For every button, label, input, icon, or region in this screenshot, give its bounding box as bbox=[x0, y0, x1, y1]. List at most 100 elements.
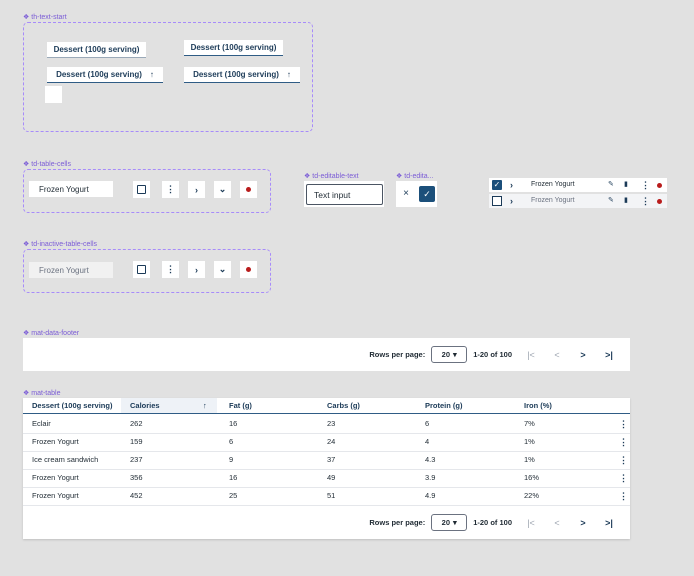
table-cell-text-value: Frozen Yogurt bbox=[39, 184, 89, 194]
kebab-menu-cell[interactable]: ⋮ bbox=[162, 261, 179, 278]
kebab-menu-cell[interactable]: ⋮ bbox=[162, 181, 179, 198]
cancel-button[interactable]: × bbox=[399, 187, 413, 201]
column-header-calories[interactable]: Calories ↑ bbox=[121, 398, 217, 413]
confirm-button[interactable]: ✓ bbox=[419, 186, 435, 202]
cell-protein: 4 bbox=[425, 437, 430, 446]
more-vertical-icon[interactable]: ⋮ bbox=[619, 437, 628, 447]
cell-iron: 7% bbox=[524, 419, 535, 428]
rows-per-page-value: 20 bbox=[441, 518, 450, 527]
more-vertical-icon[interactable]: ⋮ bbox=[166, 184, 175, 194]
header-cell-active[interactable]: Dessert (100g serving) bbox=[184, 40, 283, 56]
chevron-down-icon[interactable]: ⌄ bbox=[218, 184, 227, 194]
th-text-start-label: ❖th-text-start bbox=[23, 13, 67, 22]
check-icon[interactable]: ✓ bbox=[423, 189, 431, 199]
cell-iron: 1% bbox=[524, 455, 535, 464]
rows-per-page-select[interactable]: 20 ▾ bbox=[431, 346, 468, 363]
chevron-right-icon[interactable]: › bbox=[510, 196, 513, 206]
more-vertical-icon[interactable]: ⋮ bbox=[166, 264, 175, 274]
list-item[interactable]: › Frozen Yogurt ✎ ▮ ⋮ bbox=[489, 194, 667, 208]
delete-icon[interactable]: ▮ bbox=[624, 181, 628, 188]
collapse-cell[interactable]: ⌄ bbox=[214, 181, 231, 198]
status-cell bbox=[240, 261, 257, 278]
cell-calories: 452 bbox=[130, 491, 143, 500]
header-cell[interactable]: Dessert (100g serving) bbox=[47, 42, 146, 58]
cell-dessert: Frozen Yogurt bbox=[32, 437, 79, 446]
column-header-fat[interactable]: Fat (g) bbox=[229, 398, 252, 413]
collapse-cell[interactable]: ⌄ bbox=[214, 261, 231, 278]
chevron-right-icon[interactable]: › bbox=[510, 180, 513, 190]
cell-iron: 16% bbox=[524, 473, 540, 482]
more-vertical-icon[interactable]: ⋮ bbox=[641, 180, 650, 190]
status-dot-icon bbox=[657, 183, 662, 188]
header-cell-label: Dessert (100g serving) bbox=[56, 70, 142, 79]
edit-icon[interactable]: ✎ bbox=[608, 197, 614, 204]
cell-calories: 262 bbox=[130, 419, 143, 428]
data-footer: Rows per page: 20 ▾ 1-20 of 100 |< < > >… bbox=[23, 338, 630, 371]
cell-fat: 6 bbox=[229, 437, 234, 446]
text-input-field[interactable]: Text input bbox=[306, 184, 383, 205]
status-dot-icon bbox=[246, 267, 251, 272]
list-item[interactable]: ✓ › Frozen Yogurt ✎ ▮ ⋮ bbox=[489, 178, 667, 192]
last-page-icon[interactable]: >| bbox=[605, 517, 613, 528]
cell-iron: 1% bbox=[524, 437, 535, 446]
prev-page-icon[interactable]: < bbox=[554, 349, 560, 360]
first-page-icon[interactable]: |< bbox=[527, 349, 535, 360]
rows-per-page-label: Rows per page: bbox=[369, 350, 426, 359]
table-footer: Rows per page: 20 ▾ 1-20 of 100 |< < > >… bbox=[23, 506, 630, 539]
expand-cell[interactable]: › bbox=[188, 261, 205, 278]
more-vertical-icon[interactable]: ⋮ bbox=[641, 196, 650, 206]
cell-dessert: Frozen Yogurt bbox=[32, 491, 79, 500]
checkbox-icon[interactable] bbox=[137, 265, 146, 274]
chevron-right-icon[interactable]: › bbox=[195, 264, 198, 275]
more-vertical-icon[interactable]: ⋮ bbox=[619, 491, 628, 501]
table-row[interactable]: Frozen Yogurt 159 6 24 4 1% ⋮ bbox=[23, 433, 630, 452]
list-item-label: Frozen Yogurt bbox=[531, 197, 575, 204]
mat-table-label: ❖mat-table bbox=[23, 389, 61, 398]
last-page-icon[interactable]: >| bbox=[605, 349, 613, 360]
rows-per-page-label: Rows per page: bbox=[369, 518, 426, 527]
cell-fat: 16 bbox=[229, 419, 238, 428]
checkbox-icon[interactable] bbox=[137, 185, 146, 194]
checkbox-cell[interactable] bbox=[133, 181, 150, 198]
edit-icon[interactable]: ✎ bbox=[608, 181, 614, 188]
page-range: 1-20 of 100 bbox=[473, 350, 512, 359]
td-table-cells-frame bbox=[23, 169, 271, 213]
next-page-icon[interactable]: > bbox=[580, 349, 586, 360]
checkbox-icon[interactable] bbox=[492, 196, 502, 206]
cell-iron: 22% bbox=[524, 491, 540, 500]
text-input-value: Text input bbox=[314, 189, 351, 200]
table-row[interactable]: Ice cream sandwich 237 9 37 4.3 1% ⋮ bbox=[23, 451, 630, 470]
table-row[interactable]: Frozen Yogurt 356 16 49 3.9 16% ⋮ bbox=[23, 469, 630, 488]
chevron-down-icon[interactable]: ⌄ bbox=[218, 264, 227, 274]
close-icon[interactable]: × bbox=[403, 188, 409, 199]
more-vertical-icon[interactable]: ⋮ bbox=[619, 473, 628, 483]
header-cell-sorted-active[interactable]: Dessert (100g serving) ↑ bbox=[184, 67, 300, 83]
column-header-carbs[interactable]: Carbs (g) bbox=[327, 398, 360, 413]
table-header-row: Dessert (100g serving) Calories ↑ Fat (g… bbox=[23, 398, 630, 414]
more-vertical-icon[interactable]: ⋮ bbox=[619, 455, 628, 465]
table-row[interactable]: Frozen Yogurt 452 25 51 4.9 22% ⋮ bbox=[23, 487, 630, 506]
expand-cell[interactable]: › bbox=[188, 181, 205, 198]
prev-page-icon[interactable]: < bbox=[554, 517, 560, 528]
first-page-icon[interactable]: |< bbox=[527, 517, 535, 528]
header-cell-sorted[interactable]: Dessert (100g serving) ↑ bbox=[47, 67, 163, 83]
cell-calories: 356 bbox=[130, 473, 143, 482]
column-header-protein[interactable]: Protein (g) bbox=[425, 398, 463, 413]
cell-carbs: 24 bbox=[327, 437, 336, 446]
rows-per-page-select[interactable]: 20 ▾ bbox=[431, 514, 468, 531]
empty-header-cell bbox=[45, 86, 62, 103]
column-header-dessert[interactable]: Dessert (100g serving) bbox=[32, 398, 113, 413]
more-vertical-icon[interactable]: ⋮ bbox=[619, 419, 628, 429]
cell-fat: 9 bbox=[229, 455, 234, 464]
table-row[interactable]: Eclair 262 16 23 6 7% ⋮ bbox=[23, 415, 630, 434]
cell-dessert: Frozen Yogurt bbox=[32, 473, 79, 482]
cell-protein: 4.3 bbox=[425, 455, 436, 464]
checkbox-cell[interactable] bbox=[133, 261, 150, 278]
next-page-icon[interactable]: > bbox=[580, 517, 586, 528]
checkbox-checked-icon[interactable]: ✓ bbox=[492, 180, 502, 190]
column-header-iron[interactable]: Iron (%) bbox=[524, 398, 552, 413]
td-edita-label: ❖td-edita... bbox=[396, 172, 434, 181]
chevron-right-icon[interactable]: › bbox=[195, 184, 198, 195]
header-cell-label: Dessert (100g serving) bbox=[53, 45, 140, 54]
delete-icon[interactable]: ▮ bbox=[624, 197, 628, 204]
